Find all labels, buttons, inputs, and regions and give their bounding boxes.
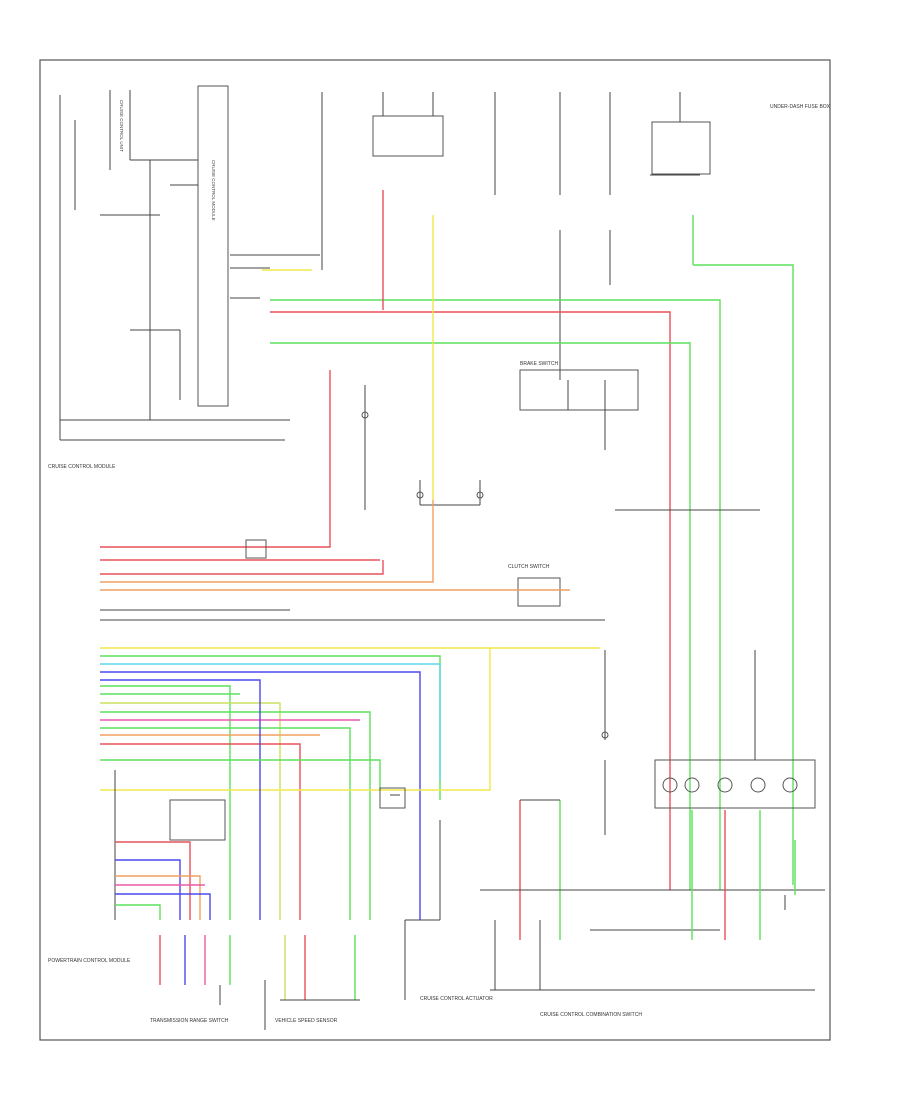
fuse-box-label: UNDER-DASH FUSE BOX [770,104,831,110]
fuse-box-area: UNDER-DASH FUSE BOX [230,92,831,380]
left-connector-rows [100,370,605,920]
clutch-switch-area: CLUTCH SWITCH [361,385,561,607]
svg-text:CRUISE CONTROL UNIT: CRUISE CONTROL UNIT [119,100,124,152]
clutch-switch-label: CLUTCH SWITCH [508,564,550,570]
cruise-control-module-area: CRUISE CONTROL MODULE CRUISE CONTROL UNI… [48,85,290,470]
powertrain-control-module-label: POWERTRAIN CONTROL MODULE [48,958,131,964]
svg-text:CRUISE CONTROL MODULE: CRUISE CONTROL MODULE [211,160,216,221]
cruise-control-actuator-label: CRUISE CONTROL ACTUATOR [420,996,493,1002]
transmission-range-switch-label: TRANSMISSION RANGE SWITCH [150,1018,229,1024]
brake-switch: BRAKE SWITCH [519,361,639,450]
diagram-frame [39,59,831,1041]
brake-switch-label: BRAKE SWITCH [520,361,558,367]
combination-switch: CRUISE CONTROL COMBINATION SWITCH [480,650,825,1018]
main-wires [262,190,794,890]
vehicle-speed-sensor-label: VEHICLE SPEED SENSOR [275,1018,338,1024]
cruise-control-actuator: CRUISE CONTROL ACTUATOR [379,787,493,1002]
cruise-control-module-label: CRUISE CONTROL MODULE [48,464,116,470]
combination-switch-label: CRUISE CONTROL COMBINATION SWITCH [540,1012,642,1018]
right-vertical-wires [615,509,796,940]
powertrain-control-module: POWERTRAIN CONTROL MODULE TRANSMISSION R… [48,770,360,1030]
